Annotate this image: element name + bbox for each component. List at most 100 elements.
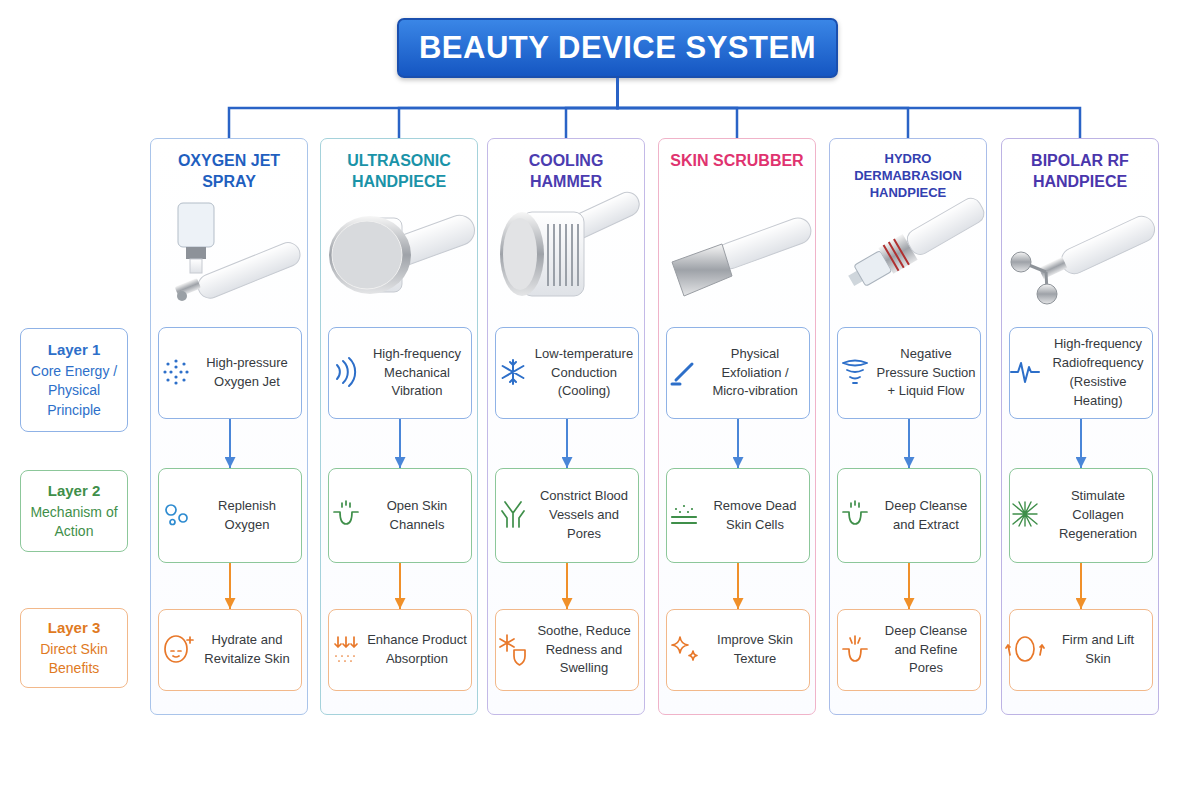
device-column: OXYGEN JET SPRAYHigh-pressure Oxygen Jet…: [150, 138, 308, 715]
mechanism-icons: [166, 501, 1037, 527]
flow-arrow: [1080, 563, 1082, 609]
benefit-box: Improve Skin Texture: [666, 609, 810, 691]
collagen-icon: [1013, 502, 1037, 526]
exfoliate-icon: [672, 506, 696, 523]
device-handle: [195, 239, 304, 302]
device-body: [372, 218, 402, 292]
device-nozzle-tip: [177, 291, 187, 301]
text-group: Negative Pressure Suction + Liquid Flow: [838, 345, 980, 402]
text-group: Low-temperature Conduction (Cooling): [496, 345, 638, 402]
box-text: Open Skin Channels: [367, 497, 467, 535]
layer-label: Layer 2Mechanism of Action: [20, 470, 128, 552]
text-group: Deep Cleanse and Extract: [838, 497, 980, 535]
flow-arrow: [737, 419, 739, 468]
text-group: Layer 1Core Energy / Physical Principle: [21, 339, 127, 420]
device-handle: [904, 195, 988, 259]
text-group: Enhance Product Absorption: [329, 631, 471, 669]
layer-label: Layer 3Direct Skin Benefits: [20, 608, 128, 688]
device-nozzle: [175, 278, 201, 297]
absorb-icon: [335, 637, 357, 661]
pore-refine-icon: [843, 636, 867, 661]
text-group: Hydrate and Revitalize Skin: [159, 631, 301, 669]
box-text: Physical Exfoliation / Micro-vibration: [705, 345, 805, 402]
pore-icon: [843, 501, 867, 524]
oxygen-jet-device: [175, 203, 304, 302]
box-text: Stimulate Collagen Regeneration: [1048, 487, 1148, 544]
flow-arrow: [399, 419, 401, 468]
column-heading: COOLING HAMMER: [502, 151, 630, 193]
principle-box: Low-temperature Conduction (Cooling): [495, 327, 639, 419]
pulse-icon: [1011, 363, 1039, 382]
text-group: Constrict Blood Vessels and Pores: [496, 487, 638, 544]
flow-arrow: [908, 563, 910, 609]
benefit-box: Enhance Product Absorption: [328, 609, 472, 691]
mechanism-box: Deep Cleanse and Extract: [837, 468, 981, 563]
device-vents: [548, 224, 578, 286]
title-box: BEAUTY DEVICE SYSTEM: [397, 18, 838, 78]
box-text: Negative Pressure Suction + Liquid Flow: [876, 345, 976, 402]
device-head-face: [503, 218, 537, 290]
box-text: Deep Cleanse and Extract: [876, 497, 976, 535]
layer-name: Layer 2: [25, 480, 123, 503]
device-column: COOLING HAMMER Low-temperature Conduction…: [487, 138, 645, 715]
box-text: Improve Skin Texture: [705, 631, 805, 669]
text-group: BEAUTY DEVICE SYSTEM: [419, 30, 816, 66]
device-cap: [186, 247, 206, 259]
flow-arrow: [566, 419, 568, 468]
device-handle: [559, 188, 643, 244]
tree-connector: [399, 78, 618, 138]
text-group: Deep Cleanse and Refine Pores: [838, 622, 980, 679]
lift-icon: [1006, 637, 1044, 661]
mechanism-box: Stimulate Collagen Regeneration: [1009, 468, 1153, 563]
device-neck: [1039, 257, 1068, 279]
principle-box: Physical Exfoliation / Micro-vibration: [666, 327, 810, 419]
cooling-hammer-device: [500, 188, 643, 296]
face-icon: [165, 636, 193, 662]
box-text: Firm and Lift Skin: [1048, 631, 1148, 669]
skin-scrubber-device: [672, 214, 815, 296]
mechanism-box: Constrict Blood Vessels and Pores: [495, 468, 639, 563]
box-text: Enhance Product Absorption: [367, 631, 467, 669]
flow-arrow: [566, 563, 568, 609]
device-handle: [376, 211, 478, 273]
device-tip: [854, 250, 892, 286]
text-group: Layer 2Mechanism of Action: [21, 480, 127, 542]
box-text: High-frequency Mechanical Vibration: [367, 345, 467, 402]
ultrasonic-device: [329, 211, 479, 294]
layer-description: Core Energy / Physical Principle: [25, 362, 123, 421]
device-column: BIPOLAR RF HANDPIECEHigh-frequency Radio…: [1001, 138, 1159, 715]
text-group: Replenish Oxygen: [159, 497, 301, 535]
device-ball: [1011, 252, 1031, 272]
principle-box: High-frequency Radiofrequency (Resistive…: [1009, 327, 1153, 419]
column-heading: SKIN SCRUBBER: [662, 151, 812, 172]
device-handle: [714, 214, 815, 272]
device-column: HYDRO DERMABRASION HANDPIECENegative Pre…: [829, 138, 987, 715]
text-group: Remove Dead Skin Cells: [667, 497, 809, 535]
tree-connector: [618, 78, 909, 138]
jet-icon: [165, 361, 187, 383]
principle-icons: [165, 358, 1039, 386]
snowflake-icon: [503, 360, 524, 384]
tree-connector: [618, 78, 738, 138]
tree-connector: [229, 78, 618, 138]
flow-arrow: [399, 563, 401, 609]
text-group: Physical Exfoliation / Micro-vibration: [667, 345, 809, 402]
box-text: Constrict Blood Vessels and Pores: [534, 487, 634, 544]
benefit-box: Firm and Lift Skin: [1009, 609, 1153, 691]
text-group: High-frequency Mechanical Vibration: [329, 345, 471, 402]
flow-arrow: [1080, 419, 1082, 468]
device-ball: [1037, 284, 1057, 304]
principle-box: High-frequency Mechanical Vibration: [328, 327, 472, 419]
text-group: Firm and Lift Skin: [1010, 631, 1152, 669]
tree-connector: [618, 78, 1081, 138]
device-cup: [178, 203, 214, 247]
flow-arrow: [229, 563, 231, 609]
box-text: Soothe, Reduce Redness and Swelling: [534, 622, 634, 679]
box-text: High-frequency Radiofrequency (Resistive…: [1048, 335, 1148, 410]
device-stripes: [884, 239, 909, 271]
benefit-icons: [165, 635, 1044, 665]
text-group: High-pressure Oxygen Jet: [159, 354, 301, 392]
device-head-disc: [332, 221, 402, 289]
pore-icon: [334, 501, 358, 524]
